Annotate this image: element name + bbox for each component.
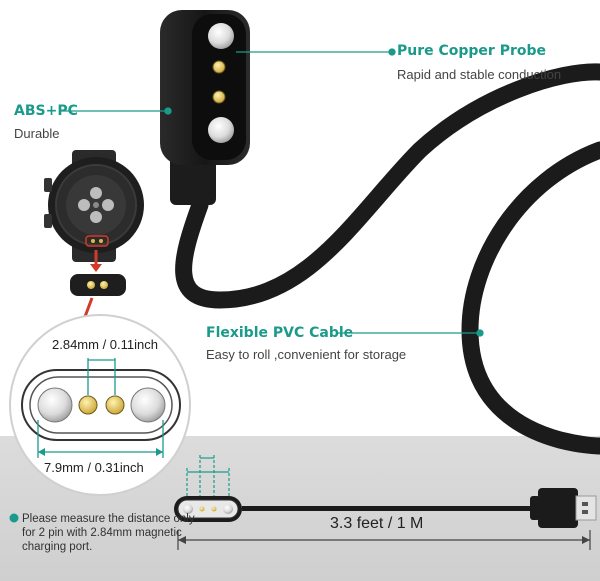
cable-feature-subtitle: Easy to roll ,convenient for storage (206, 347, 407, 362)
annotation-lines (60, 48, 484, 337)
cable (175, 63, 600, 455)
connector-head (160, 10, 250, 205)
probe-feature-subtitle: Rapid and stable conduction (397, 67, 562, 82)
probe-feature-title: Pure Copper Probe (397, 43, 547, 59)
housing-feature-subtitle: Durable (14, 126, 60, 141)
pin-spacing-dimension: 2.84mm / 0.11inch (52, 337, 158, 352)
note-bullet-icon (9, 513, 19, 523)
magnified-connector (9, 314, 191, 496)
bottom-product (174, 455, 597, 550)
smartwatch (44, 150, 144, 262)
cable-length-dimension: 3.3 feet / 1 M (330, 515, 424, 532)
housing-feature-title: ABS+PC (14, 103, 78, 119)
connector-width-dimension: 7.9mm / 0.31inch (44, 460, 144, 475)
measurement-note: Please measure the distance only for 2 p… (22, 513, 195, 553)
cable-feature-title: Flexible PVC Cable (206, 325, 354, 341)
